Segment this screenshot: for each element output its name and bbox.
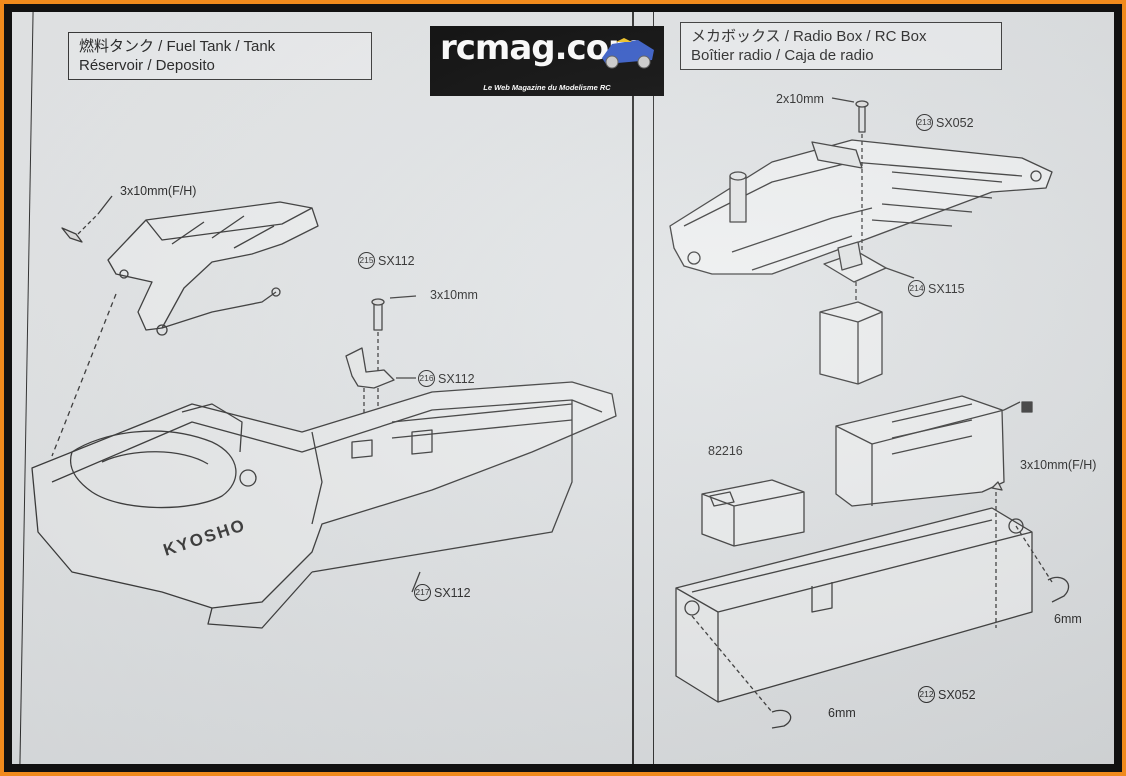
part-217-label: 217 SX112 (414, 584, 471, 601)
page-border-right (653, 12, 654, 764)
left-title-line1: 燃料タンク / Fuel Tank / Tank (79, 38, 276, 55)
battery-holder-drawing (835, 395, 1021, 507)
switch-drawing (819, 241, 915, 385)
screw-label-right-3x10-fh: 3x10mm(F/H) (1020, 458, 1097, 472)
clip-label-6mm-right: 6mm (1054, 612, 1082, 626)
right-section-title: メカボックス / Radio Box / RC Box Boîtier radi… (680, 22, 1002, 70)
part-number-217: 217 (414, 584, 431, 601)
part-code-212: SX052 (938, 687, 976, 702)
radio-box-tray-drawing (675, 481, 1070, 729)
assembly-diagram (31, 97, 1070, 729)
small-screw-drawing (831, 97, 869, 252)
part-215-label: 215 SX112 (358, 252, 415, 269)
manual-page: 燃料タンク / Fuel Tank / Tank Réservoir / Dep… (12, 12, 1114, 764)
part-number-216: 216 (418, 370, 435, 387)
part-216-label: 216 SX112 (418, 370, 475, 387)
screw-label-3x10-fh: 3x10mm(F/H) (120, 184, 197, 198)
logo-tagline: Le Web Magazine du Modelisme RC (483, 83, 611, 92)
part-code-214: SX115 (928, 281, 965, 296)
part-214-label: 214 SX115 (908, 280, 965, 297)
fuel-tank-drawing (31, 381, 617, 629)
part-code-217: SX112 (434, 585, 471, 600)
left-section-title: 燃料タンク / Fuel Tank / Tank Réservoir / Dep… (68, 32, 372, 80)
right-title-line1: メカボックス / Radio Box / RC Box (691, 28, 927, 45)
receiver-code-label: 82216 (708, 444, 743, 458)
right-title-line2: Boîtier radio / Caja de radio (691, 47, 874, 64)
part-213-label: 213 SX052 (916, 114, 974, 131)
part-number-212: 212 (918, 686, 935, 703)
part-code-216: SX112 (438, 371, 475, 386)
part-number-215: 215 (358, 252, 375, 269)
rcmag-logo: rcmag.com Le Web Magazine du Modelisme R… (430, 26, 664, 96)
screw-label-3x10: 3x10mm (430, 288, 478, 302)
tank-cover-drawing (51, 195, 319, 457)
part-code-213: SX052 (936, 115, 974, 130)
receiver-drawing (701, 479, 805, 547)
part-number-214: 214 (908, 280, 925, 297)
part-code-215: SX112 (378, 253, 415, 268)
part-number-213: 213 (916, 114, 933, 131)
clip-label-6mm-bottom: 6mm (828, 706, 856, 720)
left-title-line2: Réservoir / Deposito (79, 57, 215, 74)
radio-box-lid-drawing (669, 139, 1053, 275)
rc-car-icon (602, 38, 654, 69)
page-fold-line (632, 12, 634, 764)
screw-label-2x10: 2x10mm (776, 92, 824, 106)
part-212-label: 212 SX052 (918, 686, 976, 703)
